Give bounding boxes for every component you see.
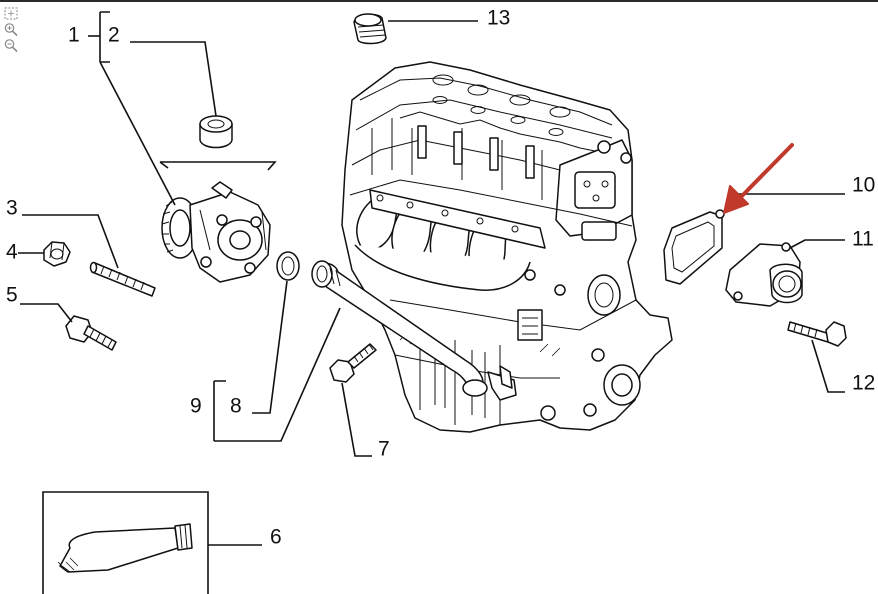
part-5-bolt <box>65 315 117 351</box>
part-6-sealant-tube-box <box>42 491 209 594</box>
bracket-1 <box>99 11 110 63</box>
callout-7: 7 <box>378 438 390 461</box>
leader-5 <box>20 303 73 323</box>
leader-1 <box>99 61 176 206</box>
top-border <box>0 0 878 2</box>
callout-3: 3 <box>6 197 18 220</box>
part-13-plug: 13 <box>353 7 510 45</box>
callout-2: 2 <box>108 24 120 47</box>
leader-7 <box>341 382 372 457</box>
highlight-arrow <box>723 143 794 214</box>
part-10-gasket <box>663 209 725 285</box>
part-12-bolt <box>787 321 847 347</box>
part-1-water-pump <box>161 181 271 283</box>
part-8-o-ring <box>276 251 300 281</box>
zoom-in-icon[interactable] <box>3 22 19 37</box>
part-11-thermostat-housing <box>725 242 803 307</box>
fit-page-icon[interactable] <box>3 6 19 21</box>
callout-6: 6 <box>270 526 282 549</box>
callout-11: 11 <box>852 228 874 251</box>
callout-13: 13 <box>487 7 510 30</box>
leader-8 <box>252 280 288 414</box>
zoom-out-icon[interactable] <box>3 38 19 53</box>
leader-12 <box>811 339 845 393</box>
callout-5: 5 <box>6 284 18 307</box>
zoom-toolbar <box>3 6 21 54</box>
part-2-bushing <box>199 115 233 149</box>
leader-2 <box>130 41 217 117</box>
part-9-coolant-pipe <box>311 260 517 401</box>
callout-9: 9 <box>190 395 202 418</box>
leader-11 <box>789 239 845 249</box>
bracket-9 <box>213 380 226 441</box>
part-3-stud <box>89 261 156 297</box>
callout-12: 12 <box>852 372 875 395</box>
part-4-nut <box>43 241 71 267</box>
callout-1: 1 <box>68 24 80 47</box>
part-7-bolt <box>329 343 377 383</box>
leader-3 <box>22 214 119 269</box>
pump-leader-bracket <box>160 161 277 171</box>
callout-4: 4 <box>6 241 18 264</box>
callout-10: 10 <box>852 174 875 197</box>
callout-8: 8 <box>230 395 242 418</box>
leader-9 <box>214 307 341 442</box>
